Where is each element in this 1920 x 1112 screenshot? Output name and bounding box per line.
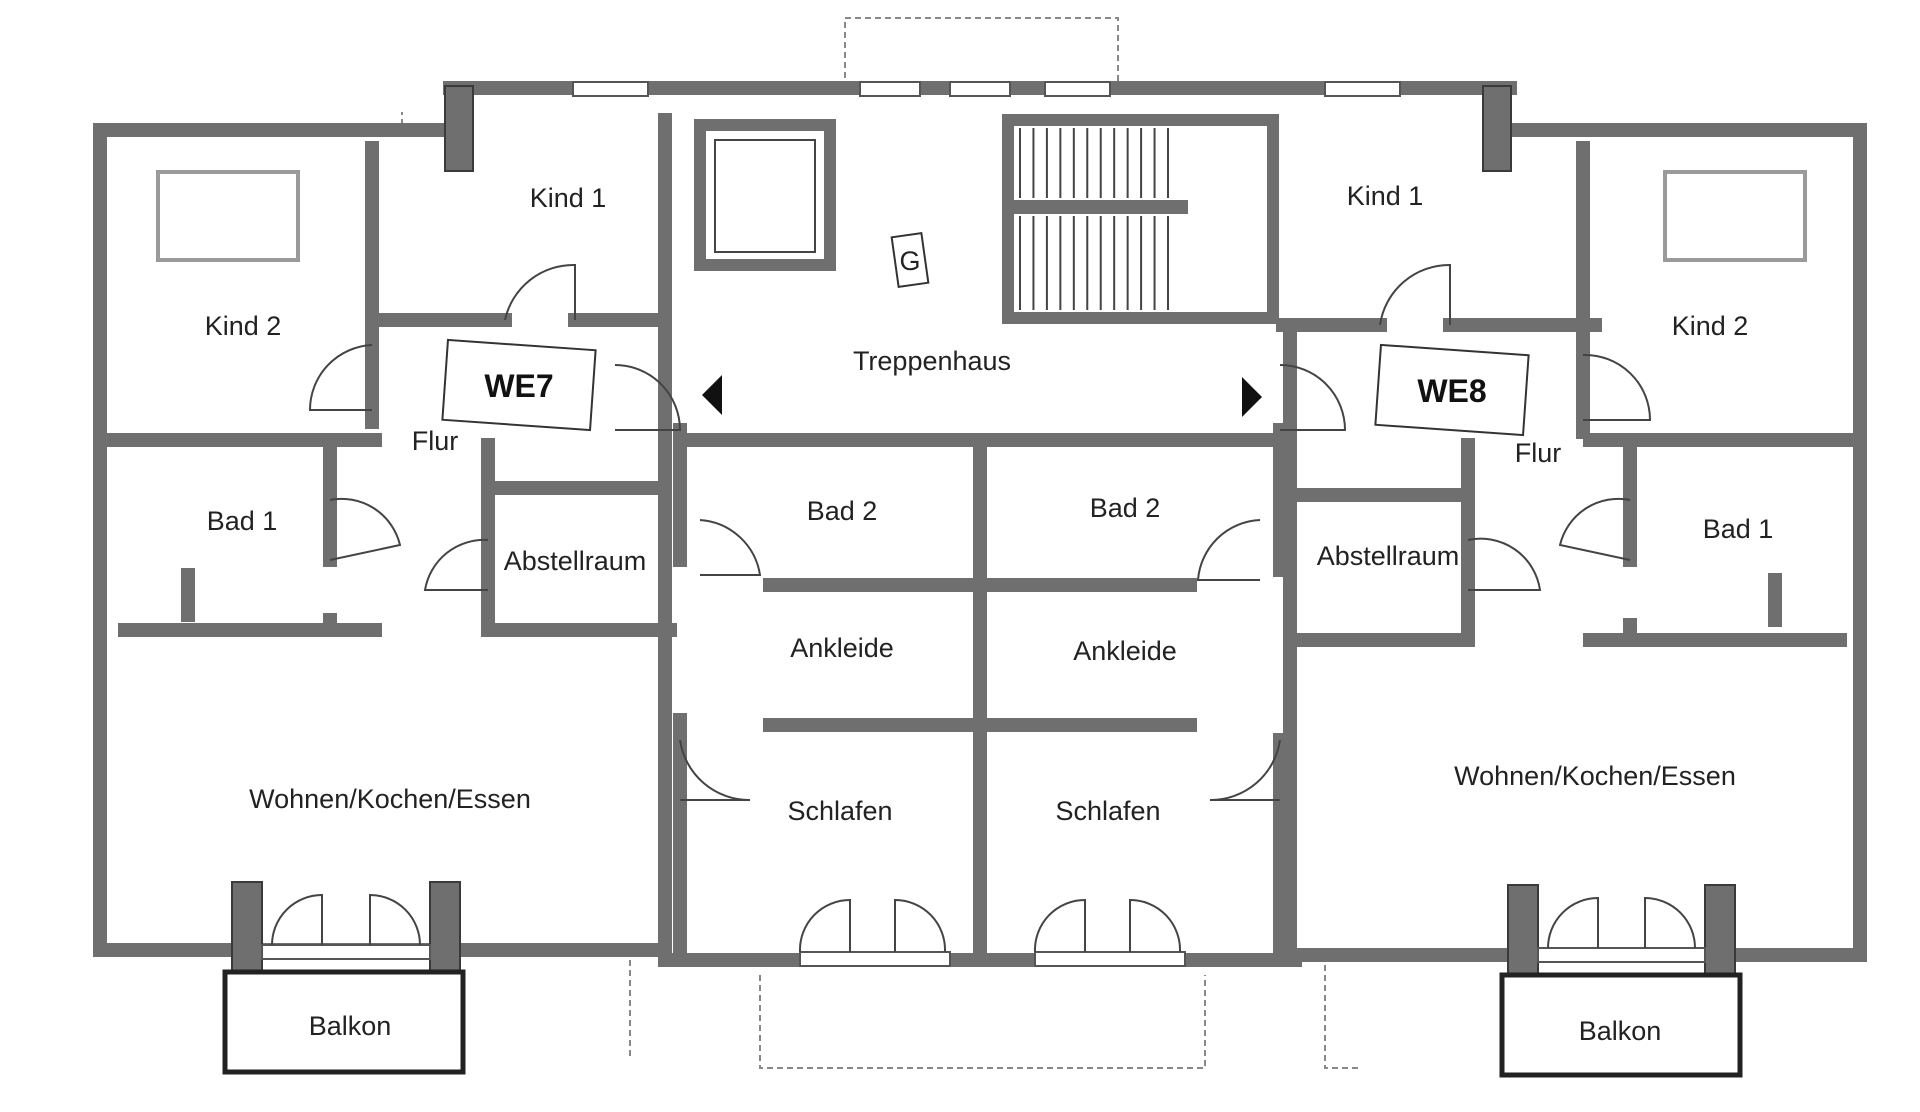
room-balkon: Balkon — [1579, 1016, 1662, 1046]
staircase — [1002, 114, 1279, 324]
room-kind2: Kind 2 — [1672, 311, 1749, 341]
room-treppenhaus: Treppenhaus — [853, 346, 1011, 376]
room-schlafen: Schlafen — [1055, 796, 1160, 826]
door-swings — [271, 263, 1696, 953]
room-ankleide: Ankleide — [1073, 636, 1177, 666]
room-bad1: Bad 1 — [1703, 514, 1774, 544]
elevator-symbol: G — [890, 232, 930, 288]
stair-symbol: G — [899, 246, 920, 276]
room-wohnen: Wohnen/Kochen/Essen — [1454, 761, 1736, 791]
windows-top — [572, 81, 1401, 97]
room-bad1: Bad 1 — [207, 506, 278, 536]
room-balkon: Balkon — [309, 1011, 392, 1041]
interior-walls-center — [673, 119, 1287, 962]
arrow-left-icon — [702, 375, 722, 415]
room-schlafen: Schlafen — [787, 796, 892, 826]
room-kind1: Kind 1 — [530, 183, 607, 213]
room-bad2: Bad 2 — [1090, 493, 1161, 523]
room-ankleide: Ankleide — [790, 633, 894, 663]
unit-name: WE7 — [484, 368, 553, 404]
interior-walls-right — [1276, 141, 1857, 647]
room-wohnen: Wohnen/Kochen/Essen — [249, 784, 531, 814]
room-kind1: Kind 1 — [1347, 181, 1424, 211]
interior-walls-left — [103, 113, 677, 637]
room-flur: Flur — [412, 426, 459, 456]
room-flur: Flur — [1515, 438, 1562, 468]
unit-name: WE8 — [1417, 373, 1486, 409]
roof-window-fixtures — [156, 170, 1807, 262]
room-kind2: Kind 2 — [205, 311, 282, 341]
balconies — [222, 881, 1743, 1078]
room-abstellraum: Abstellraum — [504, 546, 647, 576]
arrow-right-icon — [1242, 377, 1262, 417]
room-abstellraum: Abstellraum — [1317, 541, 1460, 571]
unit-label-we8: WE8 — [1374, 343, 1530, 437]
room-labels: Kind 1 Kind 2 Flur Bad 1 Abstellraum Bad… — [205, 181, 1774, 1046]
room-bad2: Bad 2 — [807, 496, 878, 526]
unit-label-we7: WE7 — [441, 338, 597, 432]
